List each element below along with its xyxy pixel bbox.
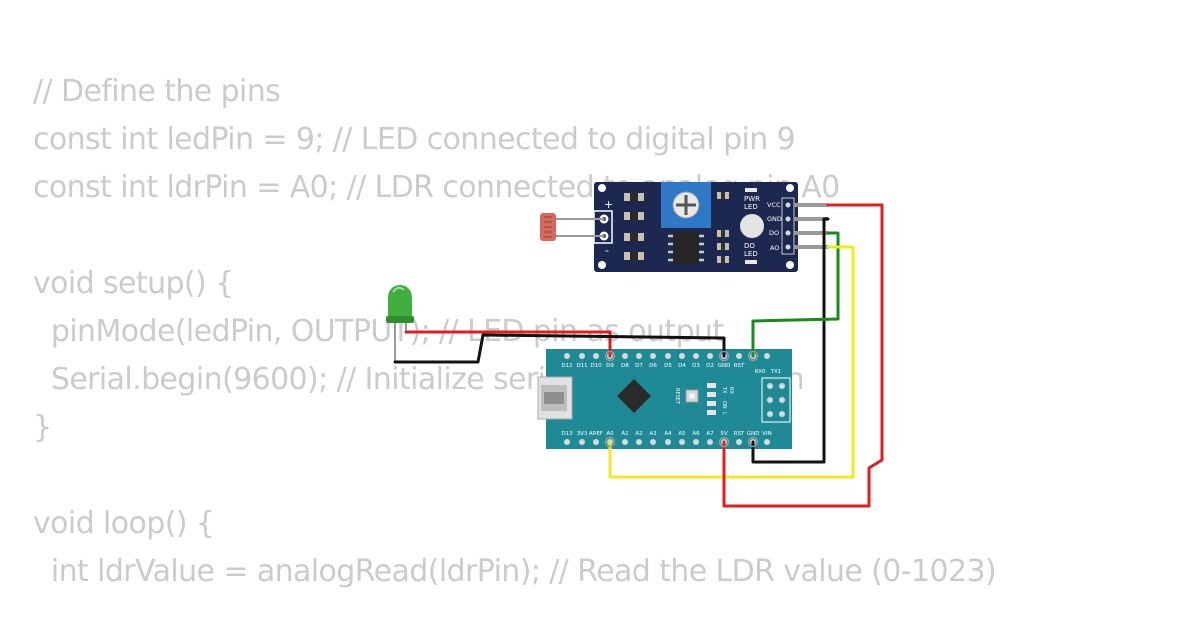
arduino-nano[interactable]: D12 D11 D10 D9 D8 D7 D6 D5 D4 D3 D2 GND … [537, 349, 792, 449]
nano-pin-label: D9 [606, 363, 614, 369]
code-line: void loop() { [33, 506, 215, 541]
nano-pin-label: 3V3 [577, 431, 588, 437]
nano-pin-label: A3 [649, 431, 657, 437]
mounting-hole [786, 184, 794, 192]
code-line: // Define the pins [33, 74, 281, 109]
ldr-socket [593, 210, 613, 244]
nano-pin-label: D10 [590, 363, 602, 369]
led-label-l: L [721, 412, 727, 415]
module-pin-ao[interactable] [785, 244, 791, 250]
wire-led-to-gnd[interactable] [393, 333, 726, 364]
module-pin-label-gnd: GND [767, 215, 782, 223]
pwr-led [745, 188, 757, 192]
l-led [707, 410, 716, 415]
nano-pin-label: A7 [706, 431, 714, 437]
sensor-indicator-dome [740, 214, 764, 238]
do-led [745, 260, 757, 264]
nano-pin-label: D3 [692, 363, 700, 369]
nano-pin-label: A5 [678, 431, 686, 437]
nano-bottom-pin-labels: D13 3V3 AREF A0 A1 A2 A3 A4 A5 A6 A7 5V … [561, 431, 771, 437]
nano-pin-label: D2 [706, 363, 714, 369]
comparator-chip [673, 232, 699, 264]
green-led[interactable] [386, 285, 414, 362]
nano-pin-label: RST [734, 431, 745, 437]
nano-pin-label: 5V [720, 431, 727, 437]
module-pin-stubs [794, 203, 828, 249]
module-pin-label-vcc: VCC [767, 201, 781, 209]
code-line: int ldrValue = analogRead(ldrPin); // Re… [33, 554, 997, 589]
nano-pin-label: AREF [589, 431, 603, 437]
module-pin-gnd[interactable] [785, 216, 791, 222]
nano-pin-label: GND [747, 431, 760, 437]
nano-top-pin-labels: D12 D11 D10 D9 D8 D7 D6 D5 D4 D3 D2 GND … [561, 363, 781, 375]
nano-pin-label: A2 [635, 431, 642, 437]
knob-cross-icon [676, 195, 696, 215]
nano-pin-label: TX1 [770, 369, 782, 375]
nano-board [546, 349, 792, 449]
pwr-led-label-1: PWR [744, 195, 760, 203]
nano-pin-label: A0 [606, 431, 614, 437]
mounting-hole [598, 261, 606, 269]
mounting-hole [786, 261, 794, 269]
module-minus-label: - [605, 244, 609, 257]
tx-led [707, 383, 716, 388]
wires [393, 203, 884, 508]
led-label-on: ON [721, 401, 727, 409]
nano-pin-label: D13 [561, 431, 573, 437]
icsp-header [761, 377, 791, 423]
wire-end-pads [604, 350, 759, 448]
led-body [388, 285, 412, 322]
module-pin-do[interactable] [785, 230, 791, 236]
code-line: } [33, 410, 52, 445]
module-pin-vcc[interactable] [785, 202, 791, 208]
wire-led-to-d9[interactable] [404, 330, 612, 358]
module-pin-label-do: DO [769, 229, 779, 237]
do-led-label-1: DO [744, 242, 755, 250]
nano-pin-label: D6 [649, 363, 657, 369]
nano-top-pin-row [564, 353, 770, 359]
nano-pin-label: D5 [664, 363, 672, 369]
nano-pin-label: RST [734, 363, 745, 369]
ldr-sensor-module[interactable]: + - [540, 182, 798, 272]
nano-pin-label: D7 [635, 363, 643, 369]
pwr-led-label-2: LED [744, 203, 758, 211]
do-led-label-2: LED [744, 250, 758, 258]
nano-pin-label: RX0 [754, 369, 766, 375]
nano-pin-label: A1 [621, 431, 628, 437]
wire-module-gnd[interactable] [751, 217, 830, 464]
nano-pin-label: D4 [678, 363, 686, 369]
code-line: void setup() { [33, 266, 234, 301]
nano-pin-label: D8 [621, 363, 629, 369]
wire-module-ao[interactable] [608, 245, 855, 479]
nano-pin-label: A4 [664, 431, 672, 437]
on-led [707, 401, 716, 406]
nano-pin-label: D11 [576, 363, 587, 369]
wire-module-do[interactable] [751, 231, 840, 358]
nano-pin-label: D12 [561, 363, 572, 369]
led-label-tx: TX [721, 386, 727, 394]
led-label-rx: RX [728, 387, 734, 394]
nano-bottom-pin-row [564, 439, 770, 445]
nano-pin-label: GND [718, 363, 731, 369]
wire-module-vcc[interactable] [722, 203, 884, 508]
module-plus-label: + [604, 198, 613, 211]
module-pin-label-ao: AO [770, 244, 779, 252]
led-highlight [392, 286, 405, 293]
nano-pin-label: A6 [692, 431, 700, 437]
nano-pin-label: VIN [762, 431, 772, 437]
module-pin-header [781, 197, 795, 255]
reset-label: RESET [674, 388, 680, 405]
led-rim [386, 316, 414, 323]
mcu-chip [617, 379, 651, 413]
rx-led [707, 392, 716, 397]
mounting-hole [598, 184, 606, 192]
code-line: const int ledPin = 9; // LED connected t… [33, 122, 796, 157]
